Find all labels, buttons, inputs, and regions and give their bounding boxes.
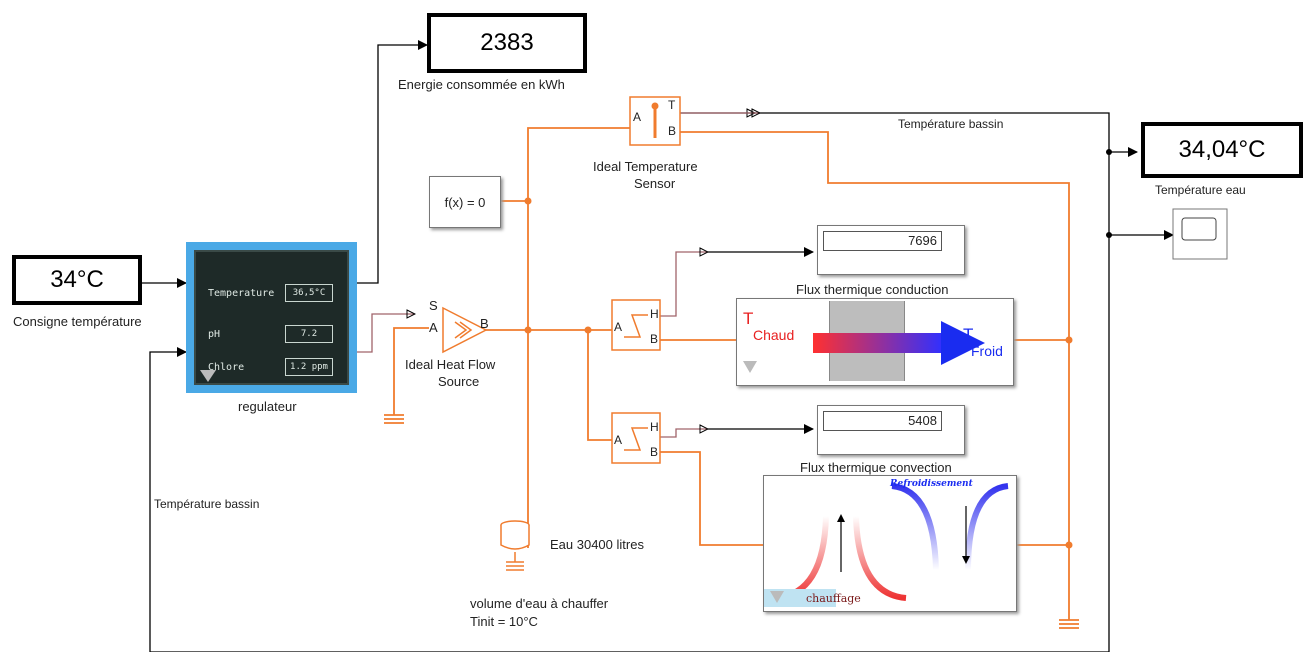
- sensor-port-b: B: [668, 124, 677, 138]
- water-temp-display: 34,04°C: [1141, 122, 1303, 178]
- reg-row-temp-value: 36,5°C: [285, 284, 333, 302]
- reg-row-ph-label: pH: [208, 329, 221, 340]
- conduction-value: 7696: [823, 231, 942, 251]
- down-arrow-icon: [743, 361, 757, 373]
- down-arrow-icon: [200, 370, 216, 382]
- conduction-display: 7696: [817, 225, 965, 275]
- heating-label: chauffage: [806, 592, 861, 605]
- energy-label: Energie consommée en kWh: [398, 77, 565, 92]
- sensor-port-a: A: [633, 110, 642, 124]
- switch1-port-b: B: [650, 332, 659, 346]
- mass-desc-line2: Tinit = 10°C: [470, 614, 538, 629]
- conduction-block[interactable]: T Chaud T Froid: [736, 298, 1014, 386]
- sensor-port-t: T: [668, 98, 676, 112]
- cold-label: Froid: [971, 343, 1003, 359]
- function-block[interactable]: f(x) = 0: [429, 176, 501, 228]
- switch2-port-a: A: [614, 433, 623, 447]
- reg-row-chlore-value: 1.2 ppm: [285, 358, 333, 376]
- convection-label: Flux thermique convection: [800, 460, 952, 475]
- reg-row-temp-label: Temperature: [208, 288, 275, 299]
- source-port-a: A: [429, 320, 438, 335]
- scope-block: [1172, 208, 1228, 260]
- temperature-sensor-block: [629, 96, 681, 146]
- energy-display: 2383: [427, 13, 587, 73]
- conduction-label: Flux thermique conduction: [796, 282, 949, 297]
- mass-desc-line1: volume d'eau à chauffer: [470, 596, 609, 611]
- switch2-port-h: H: [650, 420, 659, 434]
- switch1-port-a: A: [614, 320, 623, 334]
- mass-label: Eau 30400 litres: [550, 537, 644, 552]
- source-port-s: S: [429, 298, 438, 313]
- source-label-line2: Source: [438, 374, 480, 389]
- convection-display: 5408: [817, 405, 965, 455]
- sensor-label-line2: Sensor: [634, 176, 676, 191]
- cooling-label: Refroidissement: [890, 479, 973, 489]
- down-arrow-icon: [770, 591, 784, 603]
- regulator-screen: Temperature 36,5°C pH 7.2 Chlore 1.2 ppm: [194, 250, 349, 385]
- setpoint-display: 34°C: [12, 255, 142, 305]
- pool-temp-label-left: Température bassin: [154, 497, 260, 511]
- regulator-label: regulateur: [238, 399, 297, 414]
- reg-row-chlore-label: Chlore: [208, 362, 245, 373]
- hot-label: Chaud: [753, 327, 795, 343]
- source-port-b: B: [480, 316, 489, 331]
- source-label-line1: Ideal Heat Flow: [405, 357, 496, 372]
- switch-conduction: [611, 299, 661, 351]
- water-temp-label: Température eau: [1155, 183, 1246, 197]
- switch1-port-h: H: [650, 307, 659, 321]
- pool-temp-label-top: Température bassin: [898, 117, 1004, 131]
- arrow-head-icon: [941, 321, 985, 365]
- thermal-mass-block: [500, 520, 530, 571]
- convection-value: 5408: [823, 411, 942, 431]
- convection-illustration-icon: [764, 483, 1009, 607]
- convection-block[interactable]: Refroidissement chauffage: [763, 475, 1017, 612]
- t-hot-symbol: T: [743, 309, 754, 328]
- switch2-port-b: B: [650, 445, 659, 459]
- heat-flow-arrow-icon: [813, 333, 943, 353]
- reg-row-ph-value: 7.2: [285, 325, 333, 343]
- regulator-panel[interactable]: Temperature 36,5°C pH 7.2 Chlore 1.2 ppm: [186, 242, 357, 393]
- heat-flow-source-block: [442, 306, 488, 354]
- setpoint-label: Consigne température: [13, 314, 142, 329]
- sensor-label-line1: Ideal Temperature: [593, 159, 698, 174]
- t-cold-symbol: T: [963, 325, 974, 344]
- switch-convection: [611, 412, 661, 464]
